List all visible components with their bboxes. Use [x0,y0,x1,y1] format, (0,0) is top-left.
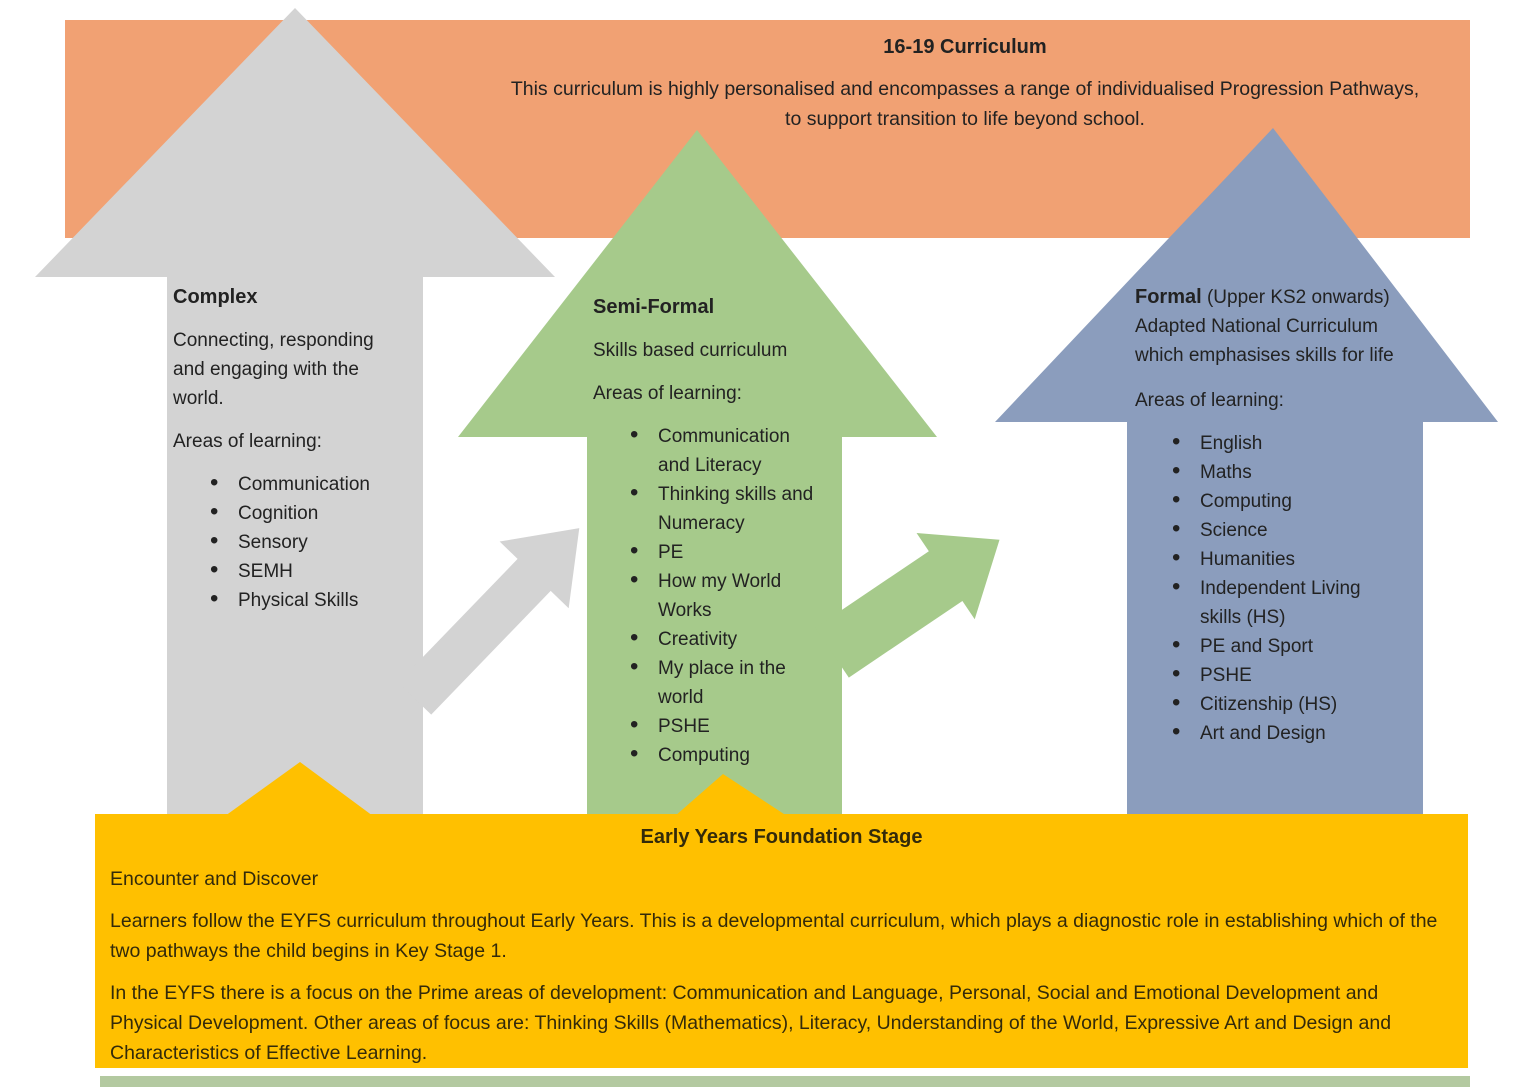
semi-formal-description: Skills based curriculum [593,340,788,361]
area-item: My place in the world [630,652,823,712]
formal-areas-label: Areas of learning: [1135,390,1284,411]
area-item: PSHE [630,710,823,741]
area-item: PE and Sport [1172,630,1375,661]
area-item: Cognition [210,497,408,528]
area-item: Citizenship (HS) [1172,688,1375,719]
area-item: Humanities [1172,543,1375,574]
top-banner: 16-19 Curriculum This curriculum is high… [460,34,1470,134]
formal-title-bold: Formal [1135,286,1202,308]
area-item: Computing [630,739,823,770]
semi-formal-title: Semi-Formal [593,296,715,318]
area-item: Creativity [630,623,823,654]
complex-pathway-block: Complex Connecting, responding and engag… [173,283,405,615]
area-item: Independent Living skills (HS) [1172,572,1375,632]
semi-formal-areas-list: Communication and LiteracyThinking skill… [630,420,845,770]
semi-formal-areas-label: Areas of learning: [593,383,742,404]
area-item: Art and Design [1172,717,1375,748]
transition-arrow-semiformal-to-formal [815,532,1000,678]
area-item: PSHE [1172,659,1375,690]
formal-title: Formal (Upper KS2 onwards) [1135,283,1427,312]
area-item: PE [630,536,823,567]
eyfs-paragraph-1: Learners follow the EYFS curriculum thro… [110,910,1438,962]
formal-areas-list: EnglishMathsComputingScienceHumanitiesIn… [1172,427,1427,748]
area-item: Sensory [210,526,408,557]
eyfs-banner-background [95,814,1468,1068]
formal-description: Adapted National Curriculum which emphas… [1135,316,1394,366]
area-item: Thinking skills and Numeracy [630,478,823,538]
area-item: English [1172,427,1375,458]
complex-title: Complex [173,286,258,308]
bottom-edge-strip [100,1076,1470,1087]
transition-arrow-green-shape [815,532,1000,678]
top-banner-body: This curriculum is highly personalised a… [510,78,1420,130]
area-item: How my World Works [630,565,823,625]
area-item: Communication [210,468,408,499]
area-item: Communication and Literacy [630,420,823,480]
area-item: Maths [1172,456,1375,487]
complex-description: Connecting, responding and engaging with… [173,330,374,409]
top-banner-title: 16-19 Curriculum [883,36,1047,58]
eyfs-banner-title: Early Years Foundation Stage [640,826,923,848]
formal-pathway-block: Formal (Upper KS2 onwards) Adapted Natio… [1135,283,1427,748]
complex-areas-list: CommunicationCognitionSensorySEMHPhysica… [210,468,408,615]
eyfs-arrow-into-complex [225,762,373,816]
eyfs-paragraph-2: In the EYFS there is a focus on the Prim… [110,982,1392,1064]
transition-arrow-gray-shape [398,528,580,715]
area-item: Computing [1172,485,1375,516]
area-item: Science [1172,514,1375,545]
formal-title-rest: (Upper KS2 onwards) [1201,287,1390,308]
transition-arrow-complex-to-semiformal [398,528,580,715]
area-item: SEMH [210,555,408,586]
semi-formal-pathway-block: Semi-Formal Skills based curriculum Area… [593,293,845,770]
complex-pathway-arrow-shape [35,8,555,816]
eyfs-banner-body: Encounter and Discover Learners follow t… [110,864,1455,1080]
area-item: Physical Skills [210,584,408,615]
eyfs-subtitle: Encounter and Discover [110,868,319,890]
complex-areas-label: Areas of learning: [173,431,322,452]
eyfs-arrow-into-semiformal [675,774,787,816]
